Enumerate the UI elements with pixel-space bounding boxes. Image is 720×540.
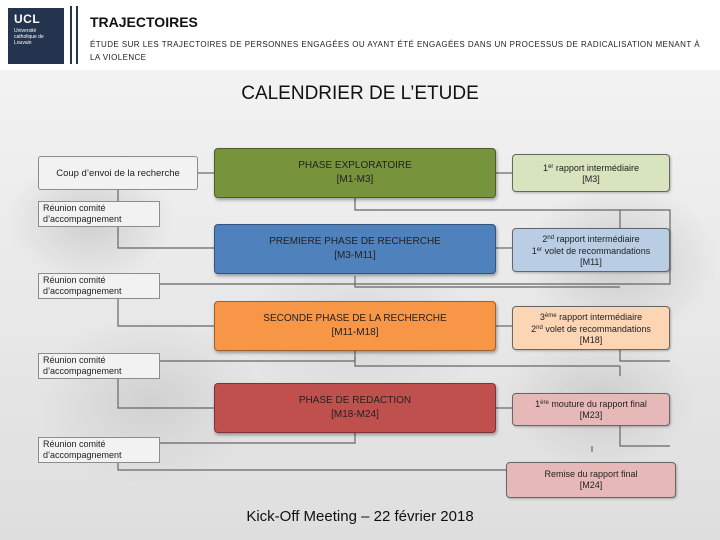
report-ordinal-suffix: nd — [536, 325, 543, 331]
report-text: volet de recommandations — [543, 324, 651, 334]
report-text: [M18] — [580, 335, 603, 345]
report-line: [M24] — [580, 480, 603, 491]
kickoff-box: Coup d’envoi de la recherche — [38, 156, 198, 190]
meeting-label-line1: Réunion comité — [43, 439, 155, 450]
report-line: 1ère mouture du rapport final — [535, 398, 647, 410]
phase-box-exploratory: PHASE EXPLORATOIRE [M1-M3] — [214, 148, 496, 198]
report-line: Remise du rapport final — [544, 469, 637, 480]
meeting-box: Réunion comité d’accompagnement — [38, 353, 160, 379]
report-ordinal-suffix: ère — [540, 400, 549, 406]
final-report-box: Remise du rapport final[M24] — [506, 462, 676, 498]
connector-report4-final — [592, 426, 670, 452]
phase-name: PREMIERE PHASE DE RECHERCHE — [269, 235, 441, 249]
meeting-label-line1: Réunion comité — [43, 275, 155, 286]
meeting-label-line1: Réunion comité — [43, 355, 155, 366]
report-text: [M24] — [580, 480, 603, 490]
report-line: [M23] — [580, 410, 603, 421]
phase-box-writing: PHASE DE REDACTION [M18-M24] — [214, 383, 496, 433]
report-text: [M11] — [580, 257, 602, 267]
report-box: 1er rapport intermédiaire[M3] — [512, 154, 670, 192]
report-line: 1er rapport intermédiaire — [543, 162, 639, 174]
footer-event: Kick-Off Meeting – 22 février 2018 — [0, 508, 720, 525]
phase-box-first-research: PREMIERE PHASE DE RECHERCHE [M3-M11] — [214, 224, 496, 274]
report-text: rapport intermédiaire — [554, 234, 640, 244]
phase-name: PHASE DE REDACTION — [299, 394, 411, 408]
connector-meeting2-phase3 — [118, 299, 214, 326]
phase-name: SECONDE PHASE DE LA RECHERCHE — [263, 312, 446, 326]
report-text: [M3] — [582, 174, 600, 184]
phase-name: PHASE EXPLORATOIRE — [298, 159, 412, 173]
report-text: rapport intermédiaire — [553, 163, 639, 173]
meeting-label-line2: d’accompagnement — [43, 366, 155, 377]
report-line: 2nd rapport intermédiaire — [542, 233, 639, 245]
phase-period: [M11-M18] — [331, 326, 378, 340]
meeting-label-line1: Réunion comité — [43, 203, 155, 214]
report-line: [M18] — [580, 335, 603, 346]
report-box: 1ère mouture du rapport final[M23] — [512, 393, 670, 426]
report-text: volet de recommandations — [542, 246, 650, 256]
report-text: mouture du rapport final — [549, 399, 647, 409]
meeting-label-line2: d’accompagnement — [43, 450, 155, 461]
report-line: [M11] — [580, 257, 602, 268]
report-line: 3ème rapport intermédiaire — [540, 311, 642, 323]
report-line: [M3] — [582, 174, 600, 185]
meeting-label-line2: d’accompagnement — [43, 214, 155, 225]
meeting-label-line2: d’accompagnement — [43, 286, 155, 297]
connector-meeting3-phase4 — [118, 379, 214, 408]
report-ordinal-suffix: ème — [545, 313, 557, 319]
meeting-box: Réunion comité d’accompagnement — [38, 437, 160, 463]
report-line: 2nd volet de recommandations — [531, 323, 651, 335]
report-text: Remise du rapport final — [544, 469, 637, 479]
meeting-box: Réunion comité d’accompagnement — [38, 201, 160, 227]
report-line: 1er volet de recommandations — [532, 245, 650, 257]
report-text: [M23] — [580, 410, 603, 420]
phase-period: [M3-M11] — [334, 249, 376, 263]
phase-box-second-research: SECONDE PHASE DE LA RECHERCHE [M11-M18] — [214, 301, 496, 351]
report-text: rapport intermédiaire — [557, 312, 643, 322]
phase-period: [M18-M24] — [331, 408, 379, 422]
connector-meeting1-phase2 — [118, 227, 214, 248]
kickoff-label: Coup d’envoi de la recherche — [56, 168, 180, 179]
meeting-box: Réunion comité d’accompagnement — [38, 273, 160, 299]
phase-period: [M1-M3] — [337, 173, 374, 187]
